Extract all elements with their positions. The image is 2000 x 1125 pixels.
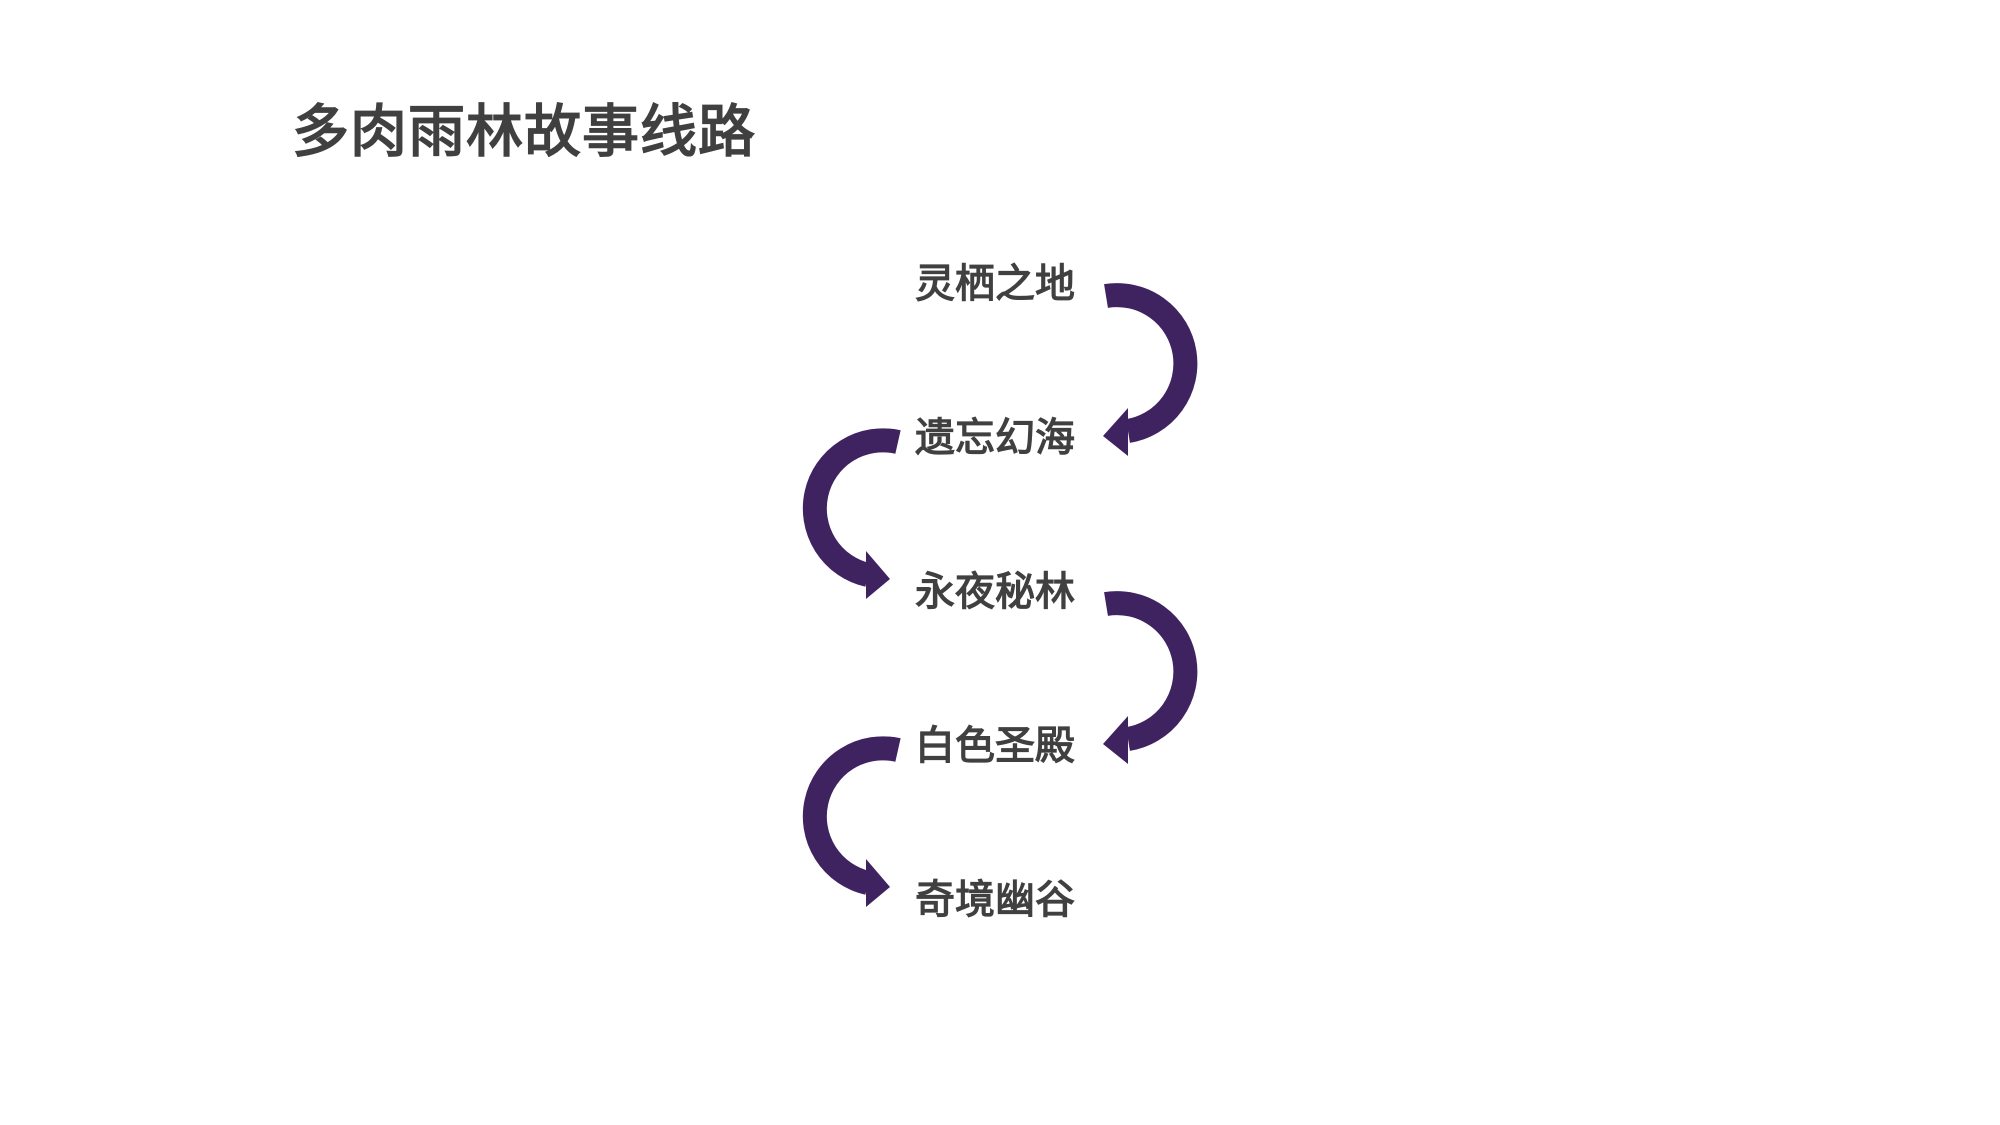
stage-label-3: 永夜秘林 xyxy=(915,569,1075,615)
curved-arrow-right-1 xyxy=(1103,283,1198,456)
curved-arrow-left-1 xyxy=(802,428,901,599)
curved-arrow-right-2 xyxy=(1103,591,1198,764)
stage-label-5: 奇境幽谷 xyxy=(915,877,1075,923)
curved-arrow-left-2 xyxy=(802,736,901,907)
stage-label-2: 遗忘幻海 xyxy=(915,415,1075,461)
stage-label-4: 白色圣殿 xyxy=(915,723,1075,769)
page-title: 多肉雨林故事线路 xyxy=(292,99,756,165)
stage-label-1: 灵栖之地 xyxy=(915,261,1075,307)
